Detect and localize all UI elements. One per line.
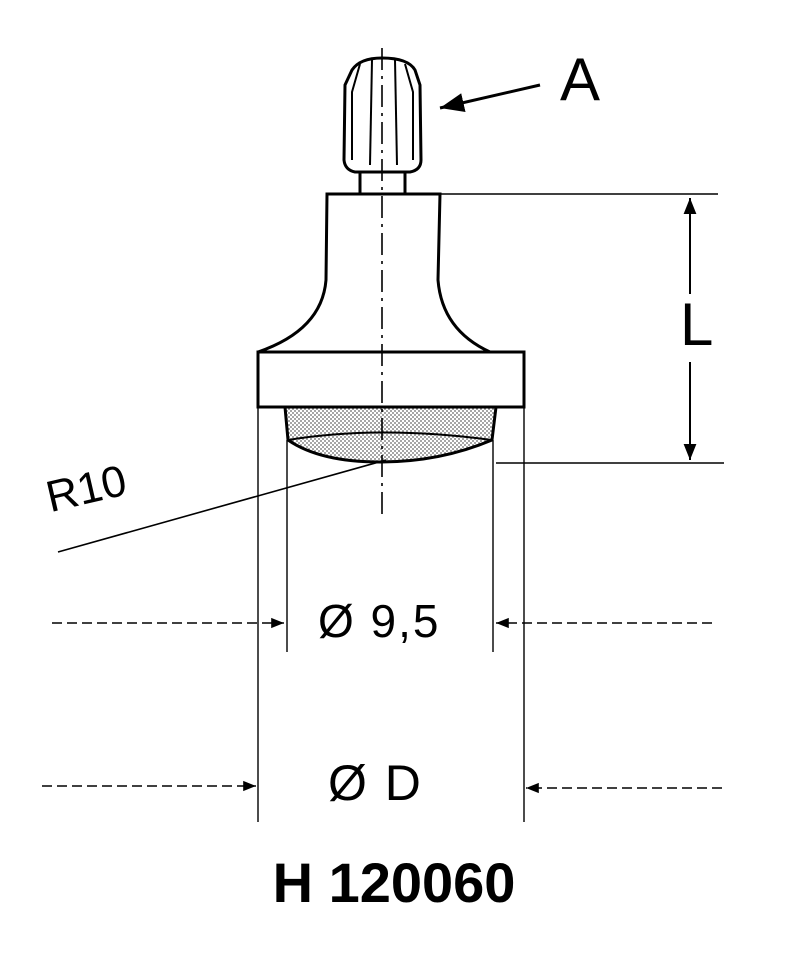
length-label: L [680,291,714,358]
callout-arrow-a [439,83,541,112]
dimension-diameter-large [42,780,722,794]
insert [283,405,498,464]
flange [256,350,526,409]
part-number-title: H 120060 [272,851,516,914]
diameter-large-label: Ø D [328,755,423,811]
upper-body [257,192,491,354]
diameter-small-label: Ø 9,5 [318,595,441,647]
callout-label-a: A [560,46,601,113]
radius-leader [57,459,387,553]
extension-lines [257,407,525,822]
dimension-l [440,193,724,464]
